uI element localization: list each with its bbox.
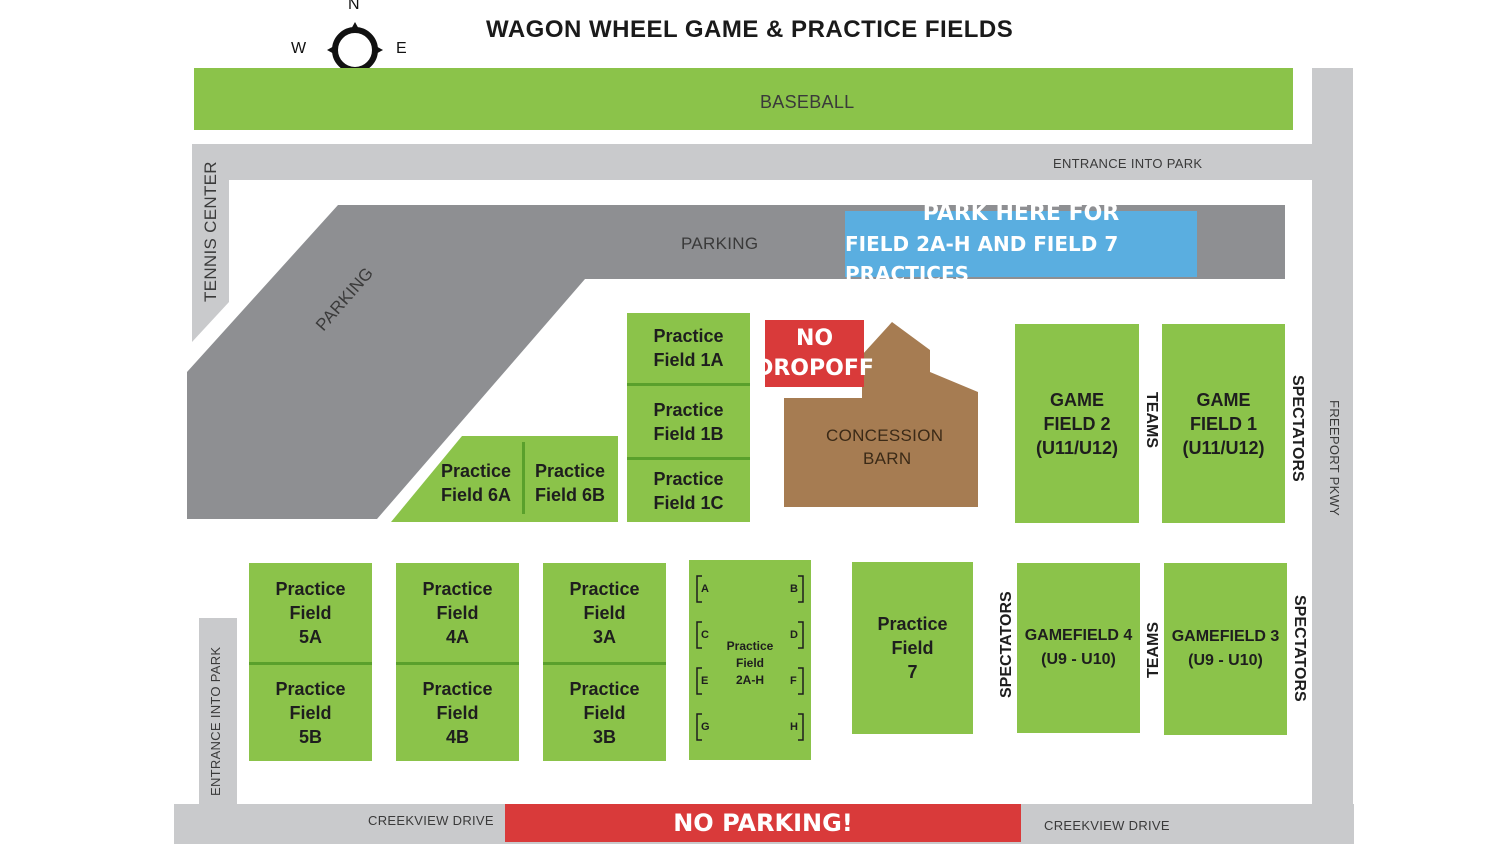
teams-bottom-label: TEAMS: [1145, 622, 1162, 678]
tennis-center-road: [192, 144, 229, 342]
compass-north: N: [348, 0, 360, 13]
creekview-right-label: CREEKVIEW DRIVE: [1044, 818, 1170, 833]
subfield-b: B: [790, 583, 798, 595]
entrance-road-top: [192, 144, 1312, 180]
field-divider: [627, 383, 750, 386]
compass-west: W: [291, 40, 307, 57]
concession-line2: BARN: [863, 449, 912, 468]
baseball-label: BASEBALL: [760, 92, 855, 112]
practice-field-2a-h: [689, 560, 811, 760]
field-divider: [543, 662, 666, 665]
entrance-road-left: [199, 618, 237, 808]
map-title: WAGON WHEEL GAME & PRACTICE FIELDS: [486, 16, 1014, 43]
game-field-3: GAMEFIELD 3(U9 - U10): [1164, 563, 1287, 735]
no-dropoff-line1: NO: [795, 325, 834, 351]
spectators-top-right-label: SPECTATORS: [1289, 374, 1306, 482]
park-here-line2: FIELD 2A-H AND FIELD 7 PRACTICES: [845, 232, 1119, 286]
subfield-g: G: [701, 721, 710, 733]
subfield-d: D: [790, 629, 798, 641]
no-parking-notice: NO PARKING!: [505, 804, 1021, 842]
subfield-a: A: [701, 583, 709, 595]
subfield-e: E: [701, 675, 709, 687]
parking-lot-shape: [187, 205, 1285, 519]
teams-top-label: TEAMS: [1143, 392, 1160, 448]
field-divider: [396, 662, 519, 665]
park-here-line1: PARK HERE FOR: [922, 201, 1120, 226]
no-dropoff-line2: DROPOFF: [755, 355, 874, 381]
freeport-parkway-label: FREEPORT PKWY: [1327, 400, 1342, 517]
subfield-f: F: [790, 675, 797, 687]
entrance-top-label: ENTRANCE INTO PARK: [1053, 156, 1203, 171]
creekview-left-label: CREEKVIEW DRIVE: [368, 813, 494, 828]
goal-brackets: [696, 575, 804, 741]
no-parking-label: NO PARKING!: [673, 809, 853, 837]
field-divider: [249, 662, 372, 665]
spectators-bottom-right-label: SPECTATORS: [1291, 594, 1308, 702]
spectators-bottom-left-label: SPECTATORS: [998, 591, 1015, 699]
freeport-parkway-road: [1312, 68, 1353, 844]
park-here-notice: PARK HERE FOR FIELD 2A-H AND FIELD 7 PRA…: [845, 201, 1197, 286]
parking-top-label: PARKING: [681, 234, 759, 253]
concession-line1: CONCESSION: [826, 426, 944, 445]
no-dropoff-notice: NO DROPOFF: [755, 320, 874, 387]
baseball-area: [194, 68, 1293, 130]
compass-east: E: [396, 40, 407, 57]
game-field-4: GAMEFIELD 4(U9 - U10): [1017, 563, 1140, 733]
subfield-c: C: [701, 629, 709, 641]
field-divider: [627, 457, 750, 460]
subfield-h: H: [790, 721, 798, 733]
